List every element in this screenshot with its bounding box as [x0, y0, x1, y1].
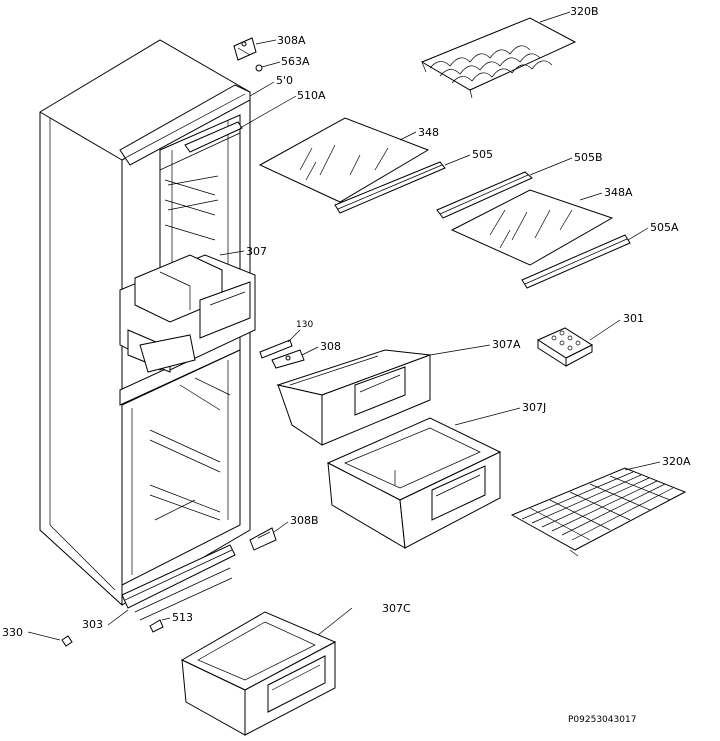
glass-shelf-348a [450, 189, 614, 266]
leader-lines [27, 11, 661, 641]
shelf-trim-505 [334, 161, 446, 214]
drawer-307a [276, 349, 431, 446]
label-505b: 505B [574, 151, 603, 164]
shelf-trim-505a [521, 234, 631, 289]
hinge-part-308 [271, 349, 305, 369]
glass-shelf-348 [258, 117, 430, 210]
label-320b: 320B [570, 5, 599, 18]
screw-563a [255, 64, 263, 72]
hinge-308a [233, 37, 257, 61]
drawer-307j [326, 417, 502, 549]
reference-code: P09253043017 [568, 715, 636, 725]
hinge-part-130 [259, 339, 293, 359]
label-308: 308 [320, 340, 341, 353]
part-labels: 308A 563A 5'0 510A 320B 348 505 505B 348… [2, 5, 691, 725]
label-510: 5'0 [276, 74, 293, 87]
drawer-307-in-cabinet [119, 254, 256, 373]
fridge-cabinet [39, 39, 251, 621]
label-307j: 307J [522, 401, 546, 414]
hinge-308b [249, 527, 277, 551]
label-320a: 320A [662, 455, 691, 468]
label-505: 505 [472, 148, 493, 161]
label-307a: 307A [492, 338, 521, 351]
label-563a: 563A [281, 55, 310, 68]
label-303: 303 [82, 618, 103, 631]
label-308b: 308B [290, 514, 319, 527]
screw-513 [149, 619, 164, 633]
drawer-307c [180, 611, 337, 736]
cover-510a [184, 121, 243, 153]
label-130: 130 [296, 320, 313, 330]
label-505a: 505A [650, 221, 679, 234]
label-348: 348 [418, 126, 439, 139]
label-510a: 510A [297, 89, 326, 102]
wire-shelf-320a [510, 467, 687, 557]
label-330: 330 [2, 626, 23, 639]
label-307: 307 [246, 245, 267, 258]
label-348a: 348A [604, 186, 633, 199]
label-308a: 308A [277, 34, 306, 47]
foot-330 [61, 635, 73, 647]
label-301: 301 [623, 312, 644, 325]
shelf-trim-505b [436, 171, 533, 219]
label-513: 513 [172, 611, 193, 624]
ice-tray-320b [420, 17, 577, 99]
label-307c: 307C [382, 602, 411, 615]
egg-tray-301 [536, 327, 594, 367]
